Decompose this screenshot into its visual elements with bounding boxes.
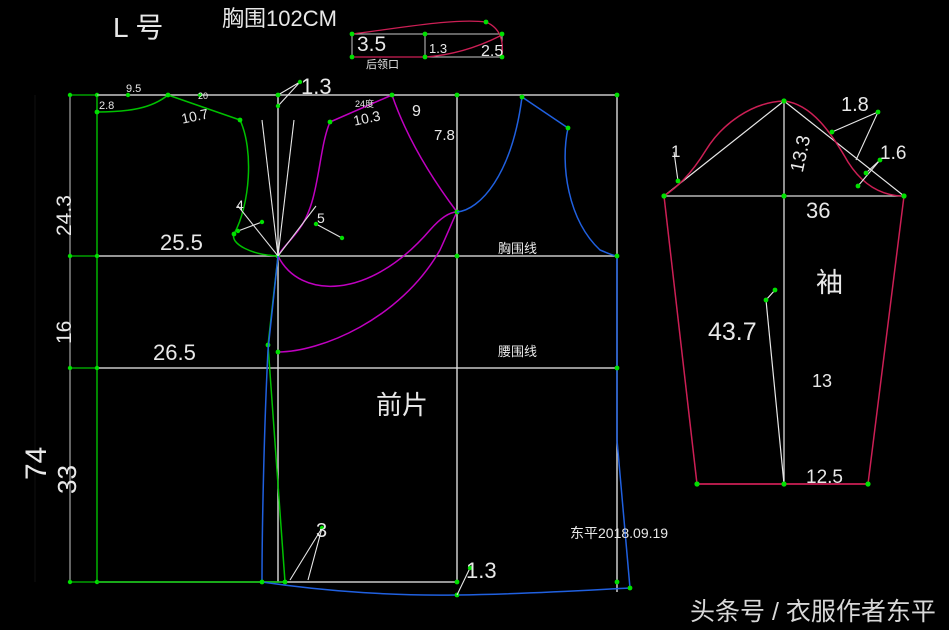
collar-detail-group xyxy=(349,19,505,60)
front-hem-dart-label: 3 xyxy=(316,520,328,542)
collar-width-label: 3.5 xyxy=(357,33,387,56)
middle-dim-label: 16 xyxy=(53,320,76,344)
back-waist-width-label: 26.5 xyxy=(153,340,196,365)
sleeve-outline xyxy=(661,98,907,487)
collar-name-label: 后领口 xyxy=(366,59,399,71)
upper-dim-label: 24.3 xyxy=(53,195,76,236)
signature-label: 东平2018.09.19 xyxy=(570,525,669,541)
front-armhole-depth-label: 5 xyxy=(317,210,325,226)
size-label: L 号 xyxy=(113,12,164,43)
sleeve-cap-right-lower-notch-label: 1.6 xyxy=(880,143,907,164)
front-piece-outline xyxy=(261,92,460,585)
back-piece-outline xyxy=(94,92,288,585)
lower-dim-label: 33 xyxy=(52,465,82,494)
bust-measurement-label: 胸围102CM xyxy=(222,6,337,31)
sleeve-label: 袖 xyxy=(816,268,843,298)
sleeve-length-label: 43.7 xyxy=(708,318,757,346)
waist-line-label: 腰围线 xyxy=(498,344,538,359)
hem-dimension-leaders xyxy=(275,79,473,596)
watermark-label: 头条号 / 衣服作者东平 xyxy=(690,598,936,626)
sleeve-hem-half-label: 12.5 xyxy=(806,467,843,488)
front-hem-drop-label: 1.3 xyxy=(466,558,497,583)
front-neck-width-label: 9 xyxy=(412,103,421,120)
collar-mid-label: 1.3 xyxy=(429,41,448,56)
back-shoulder-angle-label: 20 xyxy=(198,91,209,101)
sleeve-biceps-width-label: 36 xyxy=(806,198,831,223)
sleeve-cap-left-notch-label: 1 xyxy=(671,142,681,161)
sleeve-cap-right-upper-notch-label: 1.8 xyxy=(841,94,869,116)
back-shoulder-width-label: 9.5 xyxy=(126,83,142,95)
back-armhole-depth-label: 4 xyxy=(236,197,244,213)
front-shoulder-angle-label: 24度 xyxy=(355,99,375,109)
sleeve-lower-width-label: 13 xyxy=(812,371,833,391)
back-neck-drop-label: 2.8 xyxy=(99,100,115,112)
front-neck-depth-label: 7.8 xyxy=(434,127,455,144)
right-side-outline xyxy=(259,92,633,598)
back-cb-rise-label: 1.3 xyxy=(301,74,332,99)
total-length-label: 74 xyxy=(20,446,53,480)
back-chest-width-label: 25.5 xyxy=(160,230,203,255)
collar-end-label: 2.5 xyxy=(481,43,504,60)
bust-line-label: 胸围线 xyxy=(498,241,538,256)
front-piece-label: 前片 xyxy=(376,390,429,420)
